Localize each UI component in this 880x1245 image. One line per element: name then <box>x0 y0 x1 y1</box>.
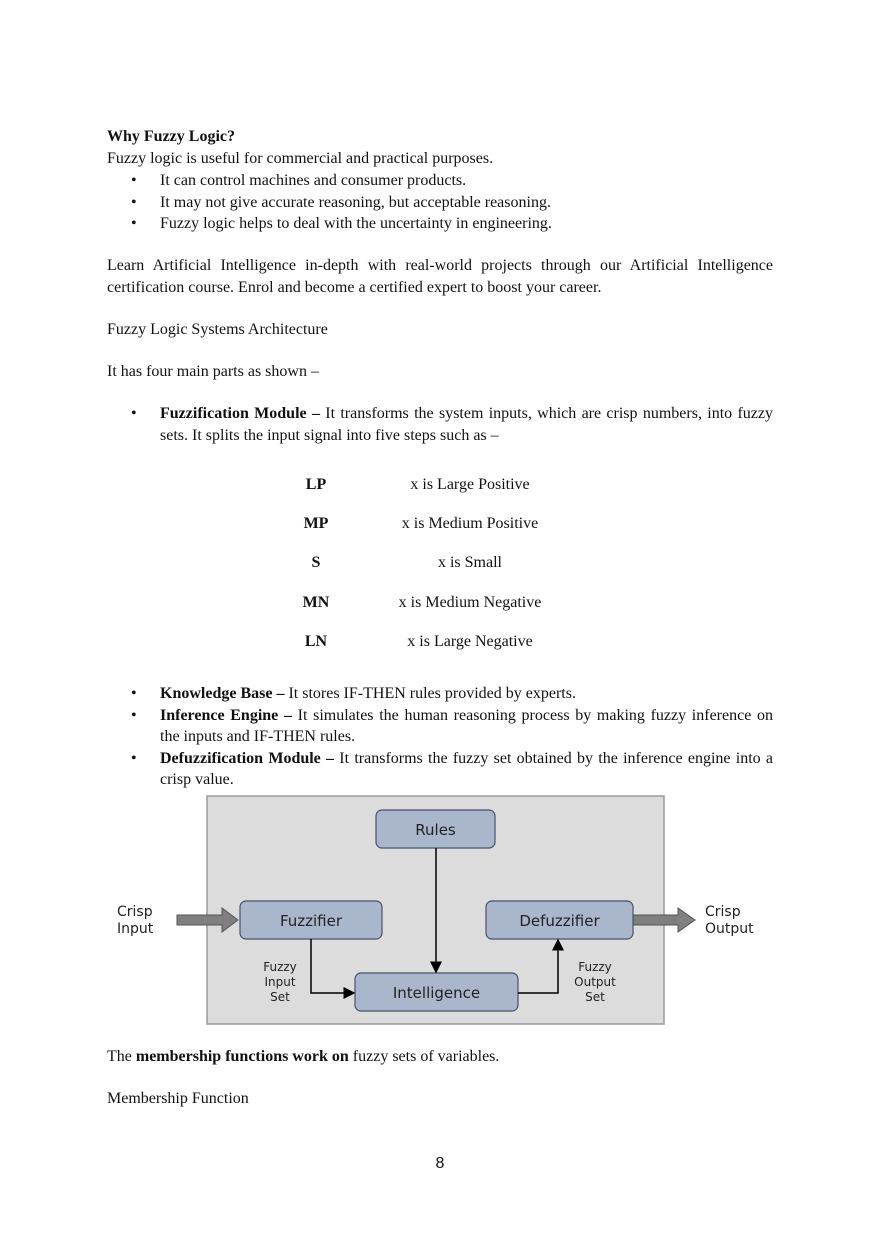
step-code: LP <box>305 476 327 493</box>
rules-label: Rules <box>415 821 456 839</box>
term-fuzzification: Fuzzification Module – <box>160 405 320 422</box>
fuzzifier-label: Fuzzifier <box>280 912 343 930</box>
membership-bold: membership functions work on <box>135 1048 349 1065</box>
term-inference-engine: Inference Engine – <box>160 706 292 724</box>
defuzzifier-label: Defuzzifier <box>519 912 600 930</box>
parts-list: Knowledge Base – It stores IF-THEN rules… <box>107 683 773 791</box>
fuzzy-input-set-label-2: Input <box>264 975 295 989</box>
crisp-input-label-2: Input <box>117 921 154 937</box>
crisp-output-label-2: Output <box>705 921 754 937</box>
crisp-output-label-1: Crisp <box>705 904 741 920</box>
section-intro: Fuzzy logic is useful for commercial and… <box>107 150 494 167</box>
knowledge-base-text: It stores IF-THEN rules provided by expe… <box>284 685 576 702</box>
term-defuzzification: Defuzzification Module – <box>160 749 335 767</box>
intelligence-label: Intelligence <box>393 984 480 1002</box>
list-item: It may not give accurate reasoning, but … <box>107 192 773 214</box>
list-item: Fuzzification Module – It transforms the… <box>107 403 773 446</box>
membership-suffix: fuzzy sets of variables. <box>348 1048 500 1065</box>
architecture-diagram: Rules Fuzzifier Defuzzifier Intelligence… <box>117 795 754 1025</box>
membership-heading: Membership Function <box>107 1090 249 1107</box>
step-desc: x is Small <box>437 554 502 572</box>
fuzzy-output-set-label-2: Output <box>574 975 616 989</box>
crisp-output-arrow <box>632 907 696 933</box>
table-row: LN x is Large Negative <box>280 631 580 670</box>
step-desc: x is Medium Positive <box>401 515 539 533</box>
list-item: Knowledge Base – It stores IF-THEN rules… <box>107 683 773 705</box>
crisp-input-label-1: Crisp <box>117 904 153 920</box>
step-desc: x is Medium Negative <box>398 593 542 611</box>
list-item: Defuzzification Module – It transforms t… <box>107 748 773 791</box>
step-code: S <box>311 554 321 572</box>
intelligence-to-defuzzifier-arrow <box>518 938 564 994</box>
architecture-intro: It has four main parts as shown – <box>107 363 319 380</box>
table-row: LP x is Large Positive <box>280 474 580 513</box>
fuzzifier-to-intelligence-arrow <box>310 939 356 999</box>
step-desc: x is Large Positive <box>410 476 530 493</box>
section-title: Why Fuzzy Logic? <box>107 128 235 145</box>
promo-paragraph: Learn Artificial Intelligence in-depth w… <box>107 257 773 296</box>
list-item: It can control machines and consumer pro… <box>107 170 773 192</box>
fuzzy-output-set-label-1: Fuzzy <box>578 960 612 974</box>
crisp-input-arrow <box>176 907 239 933</box>
membership-prefix: The <box>107 1048 136 1065</box>
page-number: 8 <box>435 1155 445 1172</box>
membership-sentence: The membership functions work on fuzzy s… <box>107 1046 773 1068</box>
architecture-heading: Fuzzy Logic Systems Architecture <box>107 321 328 338</box>
fuzzification-text: It transforms the system inputs, which a… <box>160 405 774 444</box>
defuzzification-text: It transforms the fuzzy set obtained by … <box>160 749 773 789</box>
fuzzy-input-set-label-1: Fuzzy <box>263 960 297 974</box>
step-desc: x is Large Negative <box>407 632 533 650</box>
term-knowledge-base: Knowledge Base – <box>160 685 285 702</box>
table-row: MN x is Medium Negative <box>280 592 580 631</box>
inference-engine-text: It simulates the human reasoning process… <box>160 706 773 746</box>
step-code: MP <box>303 515 329 533</box>
fuzzy-input-set-label-3: Set <box>270 990 290 1004</box>
why-bullet-list: It can control machines and consumer pro… <box>107 170 773 235</box>
step-code: MN <box>302 593 330 611</box>
list-item: Fuzzy logic helps to deal with the uncer… <box>107 213 773 235</box>
list-item: Inference Engine – It simulates the huma… <box>107 705 773 748</box>
table-row: MP x is Medium Positive <box>280 513 580 552</box>
fuzzification-list: Fuzzification Module – It transforms the… <box>107 403 773 446</box>
fuzzy-output-set-label-3: Set <box>585 990 605 1004</box>
step-code: LN <box>304 632 328 650</box>
fuzzy-steps-table: LP x is Large Positive MP x is Medium Posi… <box>280 474 580 670</box>
